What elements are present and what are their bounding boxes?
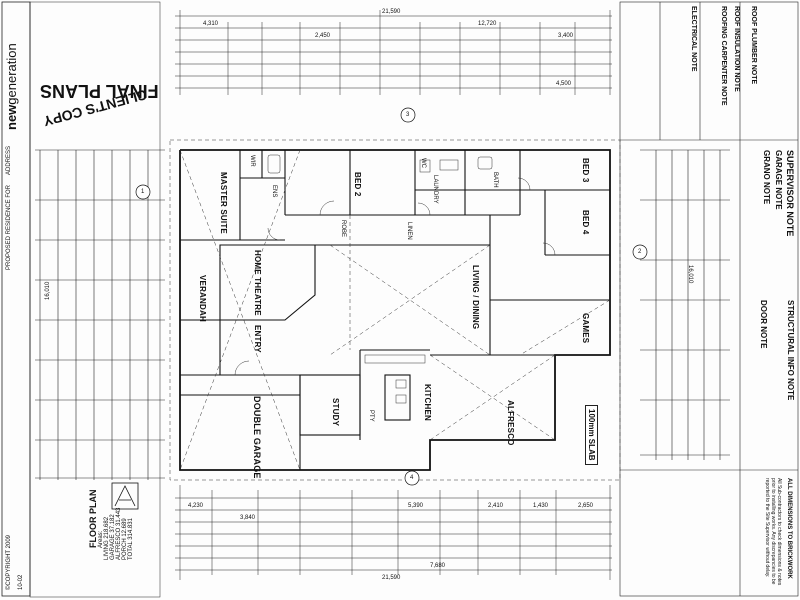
scale-label: 10-02	[18, 574, 24, 590]
room-laundry: LAUNDRY	[432, 175, 438, 204]
slab-label: 100mm SLAB	[585, 405, 598, 465]
room-bed4: BED 4	[581, 210, 590, 235]
room-bath: BATH	[492, 172, 498, 188]
copyright-label: ©COPYRIGHT 2009	[6, 535, 12, 590]
note-electrical-heading: ELECTRICAL NOTE	[690, 6, 697, 72]
note-structural-heading: STRUCTURAL INFO NOTE	[786, 300, 795, 401]
brand-logo: newgeneration	[4, 43, 19, 130]
dim-right-overall: 16,010	[687, 265, 693, 284]
room-living-dining: LIVING / DINING	[471, 265, 480, 330]
dim-top-d: 4,500	[556, 81, 572, 87]
room-master-suite: MASTER SUITE	[219, 172, 228, 234]
dim-overall-bottom: 21,590	[382, 575, 401, 581]
note-roof-plumber-heading: ROOF PLUMBER NOTE	[750, 6, 757, 85]
room-robe: ROBE	[340, 220, 346, 238]
grid-marker: 2	[638, 249, 642, 255]
room-wc: WC	[420, 158, 426, 168]
note-grano-heading: GRANO NOTE	[762, 150, 771, 205]
grid-marker: 4	[410, 475, 414, 481]
dim-left-overall: 16,010	[45, 281, 51, 300]
area-row: TOTAL 314.831	[128, 518, 134, 560]
note-roof-insulation-heading: ROOF INSULATION NOTE	[733, 6, 740, 92]
room-study: STUDY	[331, 398, 340, 427]
dim-top-row2: 12,720	[478, 21, 497, 27]
room-verandah: VERANDAH	[198, 275, 207, 322]
dim-bot-c: 5,390	[408, 503, 424, 509]
note-garage-heading: GARAGE NOTE	[774, 150, 783, 210]
proposed-label: PROPOSED RESIDENCE FOR	[6, 184, 12, 270]
dim-top-b: 2,450	[315, 33, 331, 39]
grid-marker: 3	[406, 112, 410, 118]
room-alfresco: ALFRESCO	[506, 400, 515, 446]
grid-marker: 1	[141, 189, 145, 195]
note-door-heading: DOOR NOTE	[759, 300, 768, 349]
dim-bot-a: 4,230	[188, 503, 204, 509]
dim-bot-g: 7,680	[430, 563, 446, 569]
room-home-theatre: HOME THEATRE	[253, 250, 262, 316]
dim-top-c: 3,400	[558, 33, 574, 39]
room-entry: ENTRY	[253, 325, 262, 353]
room-wir: WIR	[249, 155, 255, 167]
room-games: GAMES	[581, 313, 590, 344]
note-subcontractors: All Sub-contractors to check dimensions …	[764, 478, 782, 586]
address-label: ADDRESS	[6, 145, 12, 175]
note-supervisor-heading: SUPERVISOR NOTE	[785, 150, 795, 237]
dim-top-a: 4,310	[203, 21, 219, 27]
dim-bot-f: 2,650	[578, 503, 594, 509]
room-linen: LINEN	[406, 222, 412, 240]
room-bed3: BED 3	[581, 158, 590, 183]
dim-overall-top: 21,590	[382, 9, 401, 15]
room-pty: PTY	[368, 410, 374, 422]
note-dimensions: ALL DIMENSIONS TO BRICKWORK	[786, 478, 792, 579]
note-roof-carpenter-heading: ROOFING CARPENTER NOTE	[720, 6, 727, 106]
dim-bot-b: 3,840	[240, 515, 256, 521]
room-ens: ENS	[271, 185, 277, 198]
room-kitchen: KITCHEN	[423, 384, 432, 421]
dim-bot-d: 2,410	[488, 503, 504, 509]
drawing-title: FLOOR PLAN	[88, 489, 98, 549]
room-bed2: BED 2	[353, 172, 362, 197]
dim-bot-e: 1,430	[533, 503, 549, 509]
room-double-garage: DOUBLE GARAGE	[252, 396, 262, 479]
